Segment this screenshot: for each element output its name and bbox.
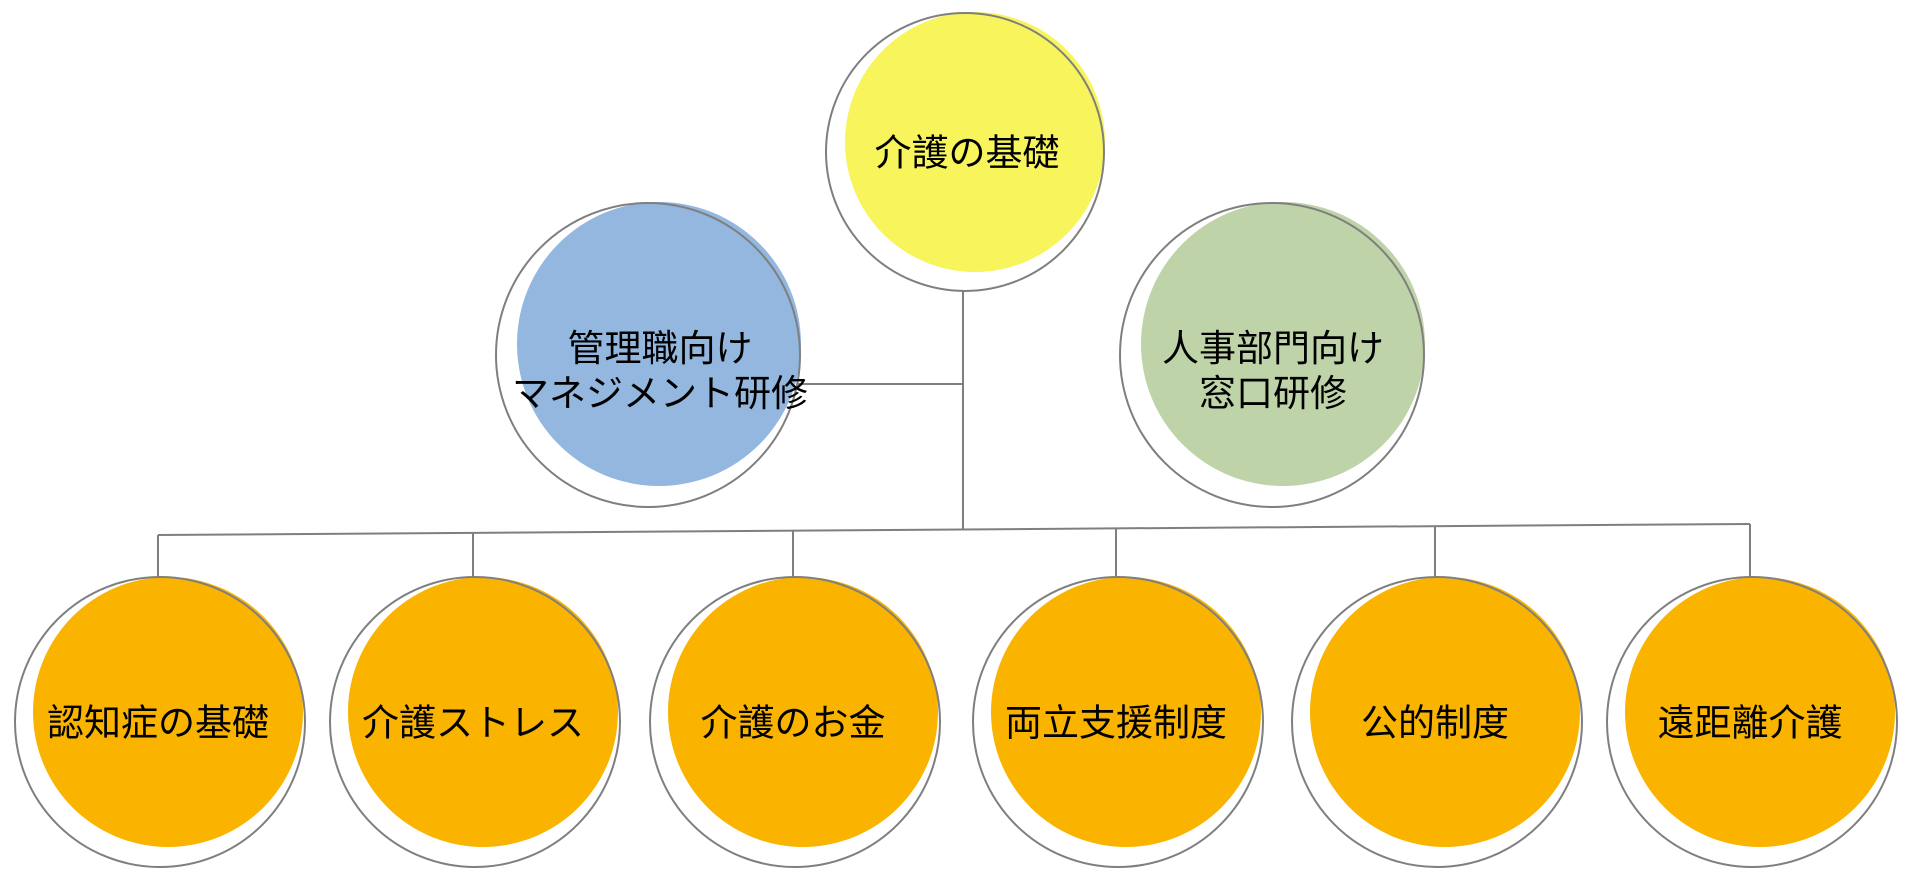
node-manager-training-label: 管理職向け マネジメント研修 (512, 326, 808, 415)
node-care-basics-outline-ring (825, 12, 1105, 292)
node-manager-training-outline-ring (495, 202, 801, 508)
node-topic-public-systems-outline-ring (1291, 576, 1583, 868)
node-topic-care-stress-outline-ring (329, 576, 621, 868)
node-care-basics-label: 介護の基礎 (874, 131, 1060, 175)
node-topic-dementia-basics-outline-ring (14, 576, 306, 868)
node-hr-contact-training-label: 人事部門向け 窓口研修 (1162, 326, 1384, 415)
node-topic-public-systems-label: 公的制度 (1361, 701, 1509, 745)
node-topic-long-distance-care-label: 遠距離介護 (1657, 701, 1843, 745)
bottom-rail (157, 523, 1751, 536)
node-hr-contact-training-outline-ring (1119, 202, 1425, 508)
node-topic-dementia-basics-label: 認知症の基礎 (47, 701, 269, 745)
node-topic-long-distance-care-outline-ring (1606, 576, 1898, 868)
node-topic-work-care-balance-support-label: 両立支援制度 (1005, 701, 1227, 745)
node-topic-work-care-balance-support-outline-ring (972, 576, 1264, 868)
node-topic-care-money-outline-ring (649, 576, 941, 868)
node-topic-care-stress-label: 介護ストレス (362, 701, 584, 745)
node-topic-care-money-label: 介護のお金 (700, 701, 886, 745)
